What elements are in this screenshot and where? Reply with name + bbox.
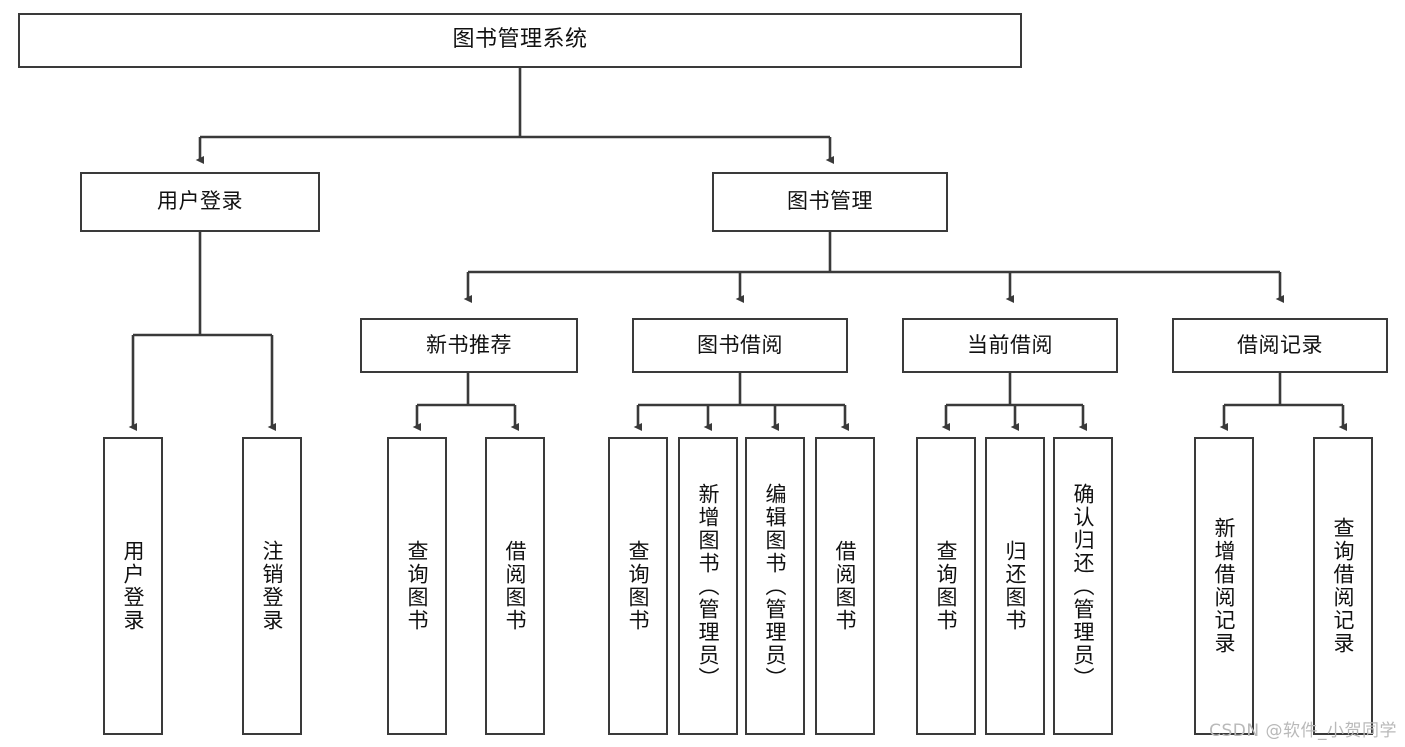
leaf-borrow-records-add[interactable]: 新增借阅记录 <box>1194 437 1254 735</box>
node-book-management-label: 图书管理 <box>787 189 873 214</box>
leaf-borrow-records-query[interactable]: 查询借阅记录 <box>1313 437 1373 735</box>
leaf-label: 归还图书 <box>1003 540 1028 632</box>
node-root-label: 图书管理系统 <box>452 27 588 53</box>
leaf-current-borrow-return[interactable]: 归还图书 <box>985 437 1045 735</box>
node-user-login[interactable]: 用户登录 <box>80 172 320 232</box>
leaf-label: 查询图书 <box>934 540 959 632</box>
leaf-label: 查询图书 <box>405 540 430 632</box>
node-book-management[interactable]: 图书管理 <box>712 172 948 232</box>
node-user-login-label: 用户登录 <box>157 189 243 214</box>
node-current-borrow-label: 当前借阅 <box>967 332 1053 357</box>
leaf-label: 借阅图书 <box>833 540 858 632</box>
node-borrow-records-label: 借阅记录 <box>1237 332 1323 357</box>
node-borrow-records[interactable]: 借阅记录 <box>1172 318 1388 373</box>
leaf-label: 编辑图书（管理员） <box>763 482 788 690</box>
leaf-label: 查询图书 <box>626 540 651 632</box>
leaf-book-borrow-borrow[interactable]: 借阅图书 <box>815 437 875 735</box>
node-current-borrow[interactable]: 当前借阅 <box>902 318 1118 373</box>
leaf-current-borrow-query[interactable]: 查询图书 <box>916 437 976 735</box>
leaf-new-book-query[interactable]: 查询图书 <box>387 437 447 735</box>
leaf-user-login-logout[interactable]: 注销登录 <box>242 437 302 735</box>
leaf-new-book-borrow[interactable]: 借阅图书 <box>485 437 545 735</box>
leaf-book-borrow-query[interactable]: 查询图书 <box>608 437 668 735</box>
leaf-label: 借阅图书 <box>503 540 528 632</box>
leaf-label: 新增借阅记录 <box>1212 517 1237 655</box>
node-root-system[interactable]: 图书管理系统 <box>18 13 1022 68</box>
node-new-book-recommend[interactable]: 新书推荐 <box>360 318 578 373</box>
leaf-label: 用户登录 <box>121 540 146 632</box>
leaf-current-borrow-confirm-return[interactable]: 确认归还（管理员） <box>1053 437 1113 735</box>
leaf-label: 新增图书（管理员） <box>696 482 721 690</box>
leaf-book-borrow-edit[interactable]: 编辑图书（管理员） <box>745 437 805 735</box>
leaf-user-login-login[interactable]: 用户登录 <box>103 437 163 735</box>
leaf-label: 查询借阅记录 <box>1331 517 1356 655</box>
node-new-book-recommend-label: 新书推荐 <box>426 332 512 357</box>
leaf-book-borrow-add[interactable]: 新增图书（管理员） <box>678 437 738 735</box>
leaf-label: 确认归还（管理员） <box>1071 482 1096 690</box>
node-book-borrow[interactable]: 图书借阅 <box>632 318 848 373</box>
node-book-borrow-label: 图书借阅 <box>697 332 783 357</box>
leaf-label: 注销登录 <box>260 540 285 632</box>
